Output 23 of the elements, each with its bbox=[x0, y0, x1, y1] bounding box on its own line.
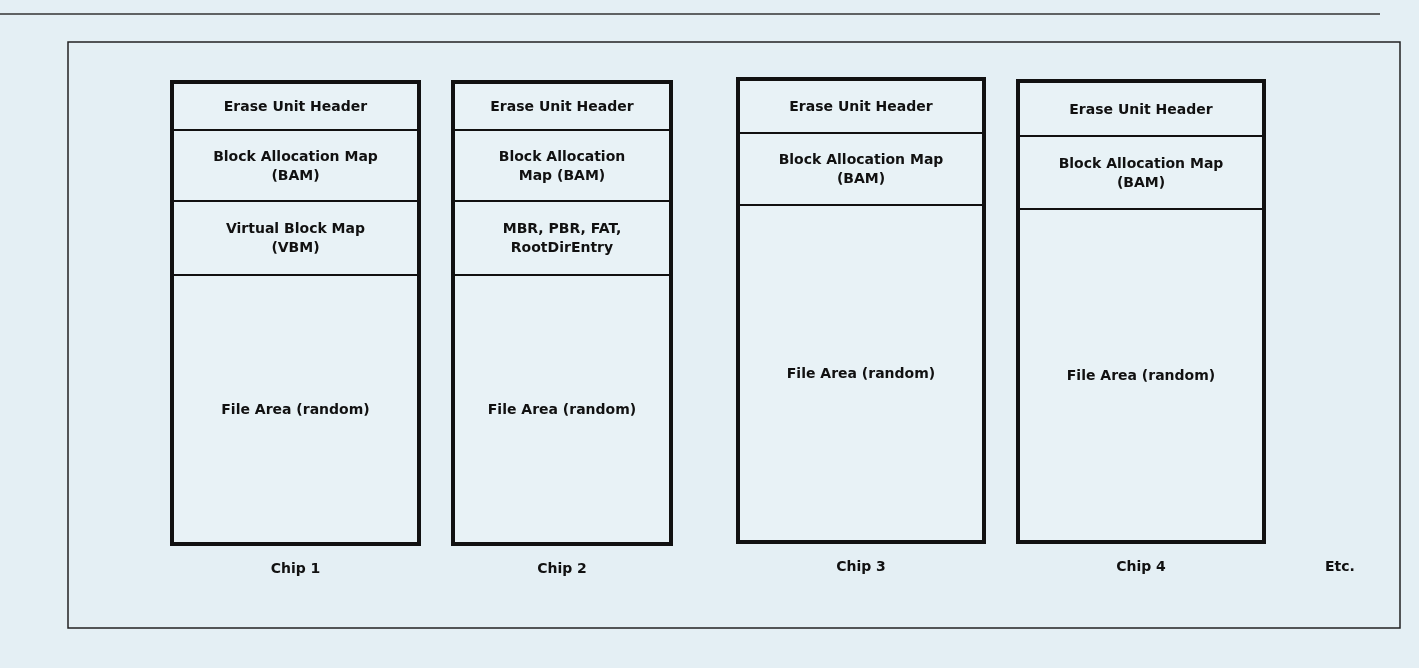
chip-label: Chip 1 bbox=[270, 560, 321, 576]
region-label: Erase Unit Header bbox=[490, 97, 634, 116]
region-label: File Area (random) bbox=[221, 399, 370, 419]
memory-column bbox=[170, 80, 421, 546]
region-label: Erase Unit Header bbox=[1069, 99, 1213, 119]
memory-column bbox=[451, 80, 673, 546]
chip-label: Chip 3 bbox=[836, 558, 886, 574]
region-label: MBR, PBR, FAT, RootDirEntry bbox=[501, 219, 623, 257]
region-label: Virtual Block Map (VBM) bbox=[224, 219, 366, 257]
region-label: File Area (random) bbox=[786, 363, 936, 383]
chip-label: Chip 4 bbox=[1116, 558, 1166, 574]
memory-column bbox=[736, 77, 986, 544]
chip-label: Chip 2 bbox=[537, 560, 587, 576]
region-label: File Area (random) bbox=[487, 399, 637, 419]
note-label: Etc. bbox=[1325, 558, 1355, 574]
region-label: File Area (random) bbox=[1066, 365, 1216, 385]
region-label: Erase Unit Header bbox=[789, 97, 933, 116]
region-label: Block Allocation Map (BAM) bbox=[212, 146, 379, 185]
region-label: Block Allocation Map (BAM) bbox=[1057, 153, 1225, 192]
region-label: Erase Unit Header bbox=[223, 97, 368, 116]
region-label: Block Allocation Map (BAM) bbox=[497, 146, 627, 185]
memory-column bbox=[1016, 79, 1266, 544]
region-label: Block Allocation Map (BAM) bbox=[777, 150, 945, 188]
